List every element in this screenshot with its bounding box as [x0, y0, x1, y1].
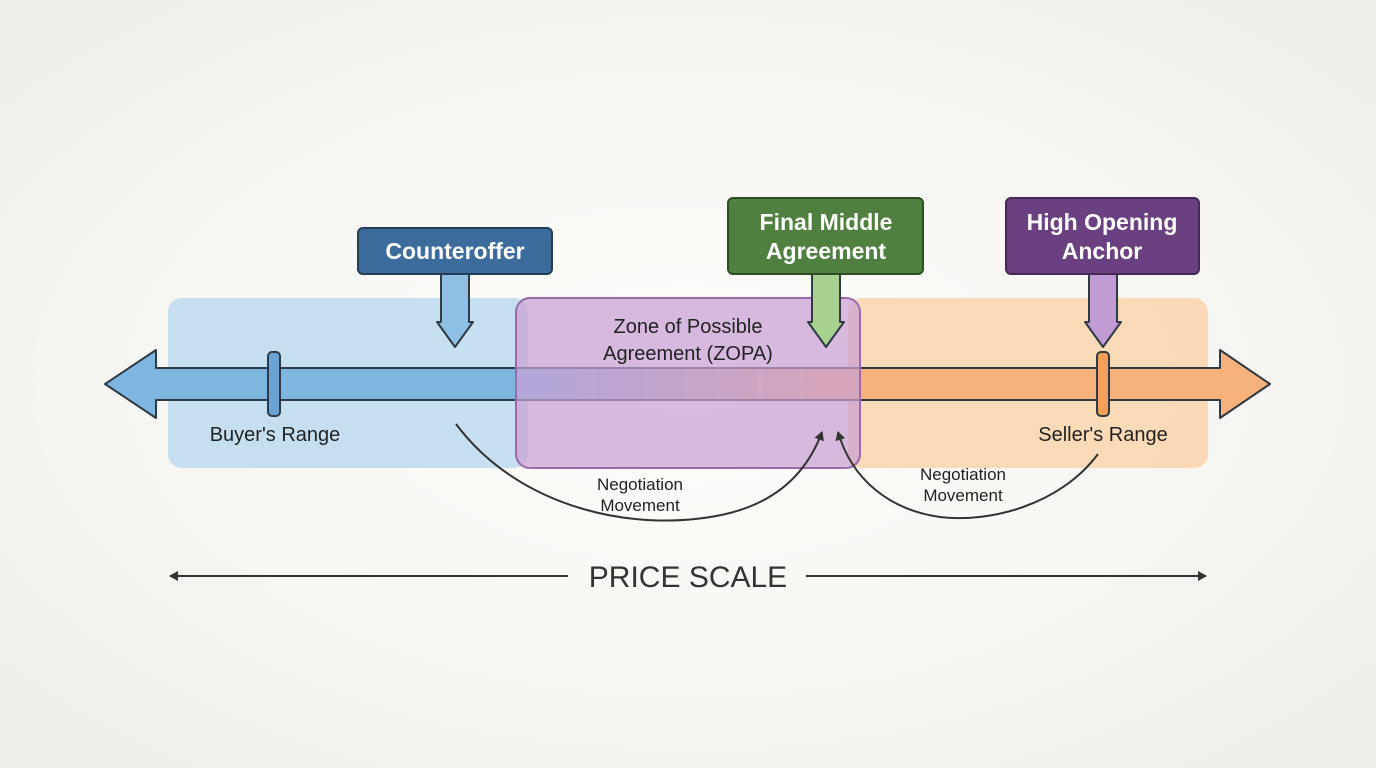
- high-anchor-label-line2: Anchor: [1062, 238, 1143, 264]
- left-movement-curve: [455, 423, 824, 522]
- seller-limit-marker: [1096, 351, 1110, 417]
- high-anchor-label-line1: High Opening: [1027, 209, 1178, 235]
- counteroffer-callout: Counteroffer: [357, 227, 553, 348]
- left-movement-label-line2: Movement: [600, 496, 680, 515]
- price-scale-label: PRICE SCALE: [589, 561, 787, 594]
- right-movement-label-line1: Negotiation: [920, 465, 1006, 484]
- right-movement-label-line2: Movement: [923, 486, 1003, 505]
- buyer-range-label: Buyer's Range: [210, 424, 341, 446]
- counteroffer-pointer: [436, 272, 474, 348]
- final-agreement-label-line2: Agreement: [766, 238, 886, 264]
- price-scale: PRICE SCALE: [169, 561, 1207, 594]
- final-agreement-pointer: [807, 272, 845, 348]
- buyer-limit-marker: [267, 351, 281, 417]
- zopa-label-line1: Zone of Possible: [614, 316, 763, 338]
- counteroffer-label: Counteroffer: [385, 238, 524, 264]
- final-agreement-label-line1: Final Middle: [760, 209, 893, 235]
- final-agreement-callout: Final Middle Agreement: [727, 197, 924, 348]
- high-anchor-pointer: [1084, 272, 1122, 348]
- seller-range-label: Seller's Range: [1038, 424, 1167, 446]
- zopa-box: [515, 297, 861, 469]
- high-anchor-callout: High Opening Anchor: [1005, 197, 1200, 348]
- right-movement-curve: [835, 431, 1099, 520]
- zopa-label-line2: Agreement (ZOPA): [603, 343, 773, 365]
- left-movement-label-line1: Negotiation: [597, 475, 683, 494]
